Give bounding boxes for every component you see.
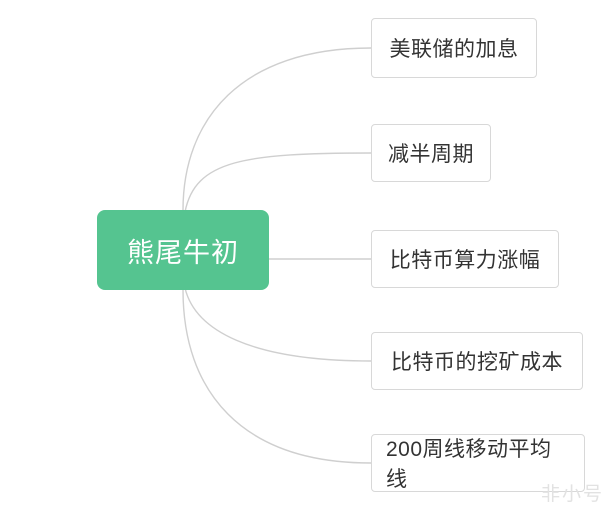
branch-node-label-1: 减半周期 bbox=[388, 143, 474, 166]
branch-node-label-4: 200周线移动平均线 bbox=[386, 438, 552, 491]
edge-to-branch-1 bbox=[184, 152, 372, 213]
edge-to-branch-4 bbox=[182, 289, 372, 464]
mindmap-branch-node-2[interactable]: 比特币算力涨幅 bbox=[371, 230, 559, 288]
edge-to-branch-3 bbox=[184, 287, 372, 362]
edge-to-branch-0 bbox=[182, 47, 372, 211]
mindmap-branch-node-0[interactable]: 美联储的加息 bbox=[371, 18, 537, 78]
mindmap-branch-node-1[interactable]: 减半周期 bbox=[371, 124, 491, 182]
branch-node-label-3: 比特币的挖矿成本 bbox=[391, 351, 563, 374]
root-node-label: 熊尾牛初 bbox=[127, 237, 239, 268]
mindmap-branch-node-3[interactable]: 比特币的挖矿成本 bbox=[371, 332, 583, 390]
mindmap-root-node[interactable]: 熊尾牛初 bbox=[97, 210, 269, 290]
branch-node-label-2: 比特币算力涨幅 bbox=[389, 249, 541, 272]
mindmap-branch-node-4[interactable]: 200周线移动平均线 bbox=[371, 434, 585, 492]
watermark-text: 非小号 bbox=[540, 484, 604, 505]
branch-node-label-0: 美联储的加息 bbox=[389, 38, 519, 61]
